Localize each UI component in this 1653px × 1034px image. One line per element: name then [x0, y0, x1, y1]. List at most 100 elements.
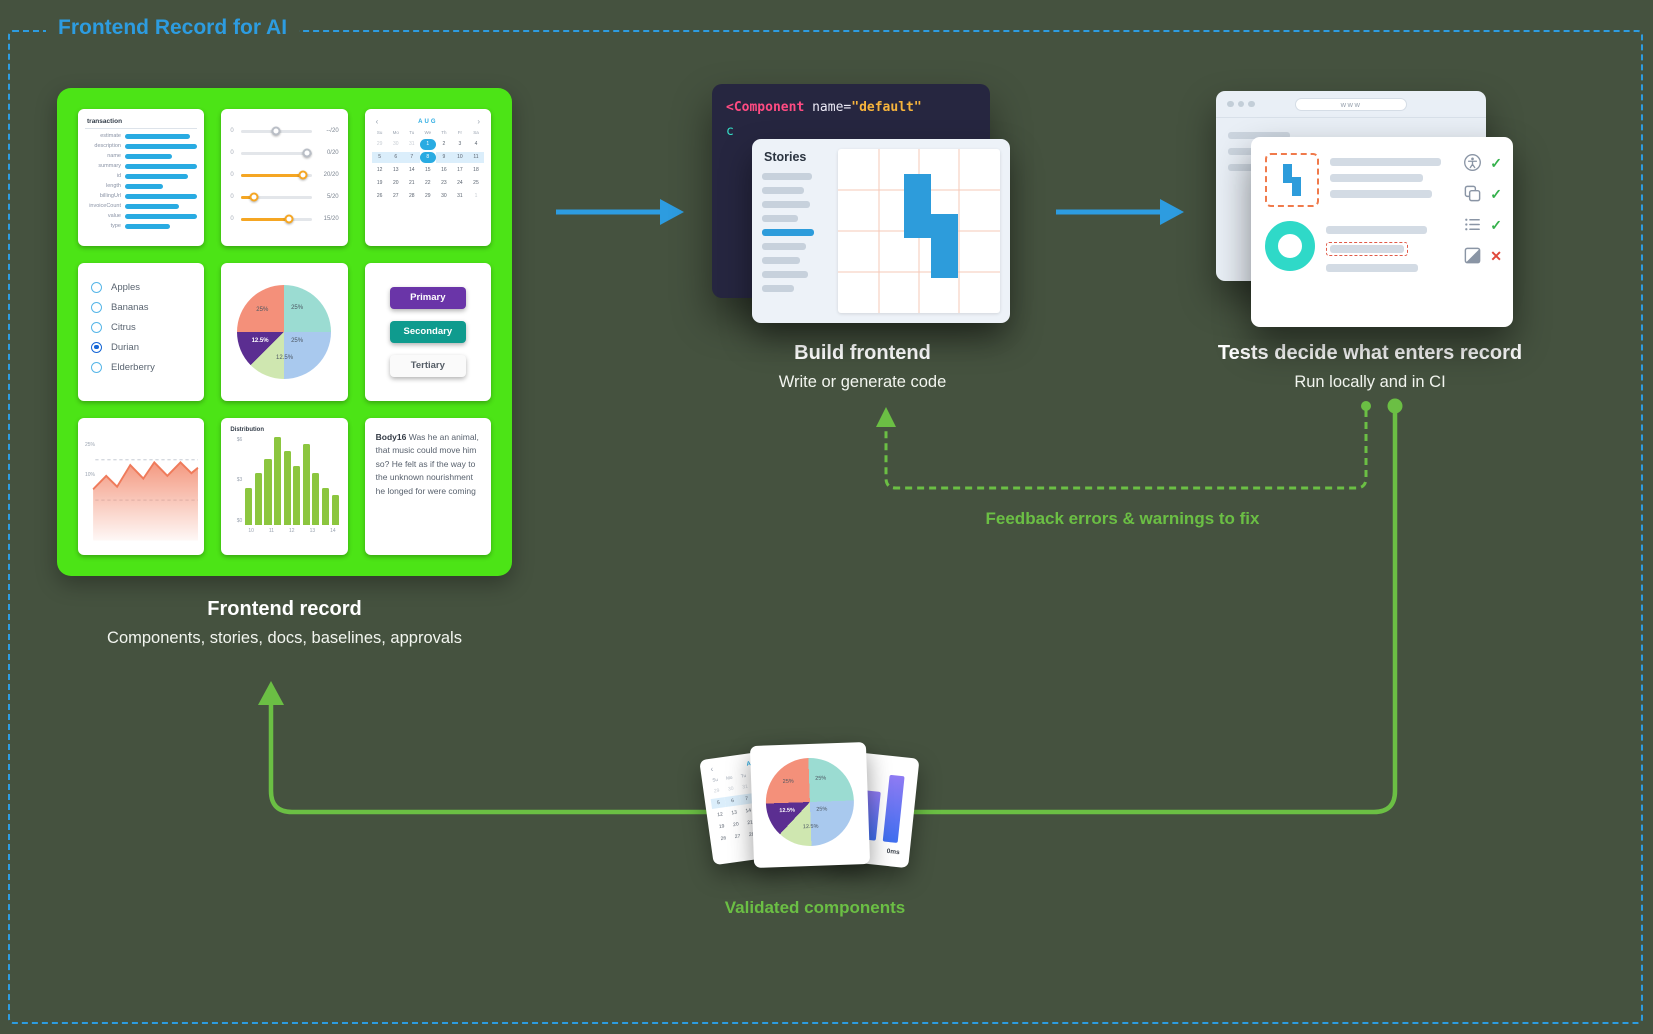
radio-option[interactable]: Apples — [91, 277, 204, 297]
calendar-date[interactable]: 5 — [371, 152, 388, 163]
calendar-date[interactable]: 22 — [425, 180, 431, 186]
form-field-row: id — [85, 173, 197, 179]
calendar-date[interactable]: 27 — [734, 833, 741, 841]
calendar-date[interactable]: 14 — [408, 167, 415, 173]
calendar-date[interactable]: 30 — [392, 141, 399, 147]
bar-chart-title: Distribution — [230, 426, 264, 433]
story-item[interactable] — [762, 257, 800, 264]
calendar-date[interactable]: 5 — [710, 797, 727, 809]
radio-circle[interactable] — [91, 341, 102, 353]
calendar-prev-icon[interactable]: ‹ — [375, 117, 379, 126]
diff-highlight-box — [1326, 242, 1408, 256]
slider-track[interactable] — [241, 148, 312, 158]
dist-bar — [293, 466, 301, 525]
calendar-date[interactable]: 27 — [392, 193, 399, 199]
radio-circle[interactable] — [91, 321, 102, 333]
calendar-date[interactable]: 1 — [474, 193, 478, 199]
radio-option[interactable]: Bananas — [91, 297, 204, 317]
radio-circle[interactable] — [91, 301, 102, 313]
skeleton-bar — [1326, 264, 1418, 272]
story-item[interactable] — [762, 201, 810, 208]
radio-option[interactable]: Elderberry — [91, 357, 204, 377]
story-item[interactable] — [762, 215, 798, 222]
calendar-date[interactable]: 23 — [441, 180, 447, 186]
calendar-date[interactable]: 15 — [425, 167, 431, 173]
calendar-date[interactable]: 16 — [441, 167, 447, 173]
radio-circle[interactable] — [91, 361, 102, 373]
calendar-date[interactable]: 25 — [473, 180, 479, 186]
slider-track[interactable] — [241, 214, 312, 224]
slider-knob[interactable] — [271, 126, 281, 136]
calendar-date[interactable]: 31 — [408, 141, 415, 147]
calendar-date[interactable]: 29 — [425, 193, 431, 199]
calendar-date[interactable]: 31 — [457, 193, 463, 199]
calendar-date[interactable]: 6 — [724, 795, 741, 808]
tertiary-button[interactable]: Tertiary — [389, 354, 466, 377]
slider-track[interactable] — [241, 170, 312, 180]
slider-knob[interactable] — [284, 214, 294, 224]
calendar-date[interactable]: 12 — [376, 167, 383, 173]
story-item[interactable] — [762, 243, 806, 250]
calendar-next-icon[interactable]: › — [477, 117, 480, 126]
calendar-date[interactable]: 4 — [474, 141, 478, 147]
slider-knob[interactable] — [298, 170, 308, 180]
calendar-date[interactable]: 3 — [458, 141, 462, 147]
form-field-label: estimate — [100, 133, 121, 139]
primary-button[interactable]: Primary — [389, 286, 466, 309]
calendar-date[interactable]: 6 — [387, 152, 404, 163]
calendar-date[interactable]: 28 — [408, 193, 415, 199]
calendar-date[interactable]: 29 — [713, 787, 720, 795]
calendar-date[interactable]: 30 — [441, 193, 447, 199]
form-field-row: summary — [85, 163, 198, 169]
calendar-date[interactable]: 13 — [731, 809, 738, 817]
radio-option[interactable]: Durian — [91, 337, 204, 357]
calendar-date[interactable]: 17 — [457, 167, 463, 173]
pie-slice-label: 25% — [815, 775, 827, 783]
pie-chart — [764, 756, 856, 848]
calendar-date[interactable]: 12 — [716, 811, 724, 819]
story-item[interactable] — [762, 271, 808, 278]
calendar-date[interactable]: 20 — [392, 180, 399, 186]
checklist-icon — [1463, 215, 1482, 234]
story-item-selected[interactable] — [762, 229, 814, 236]
calendar-date[interactable]: 26 — [376, 193, 383, 199]
slider-knob[interactable] — [249, 192, 259, 202]
calendar-date[interactable]: 2 — [442, 141, 446, 147]
calendar-date[interactable]: 7 — [403, 152, 420, 163]
story-item[interactable] — [762, 285, 794, 292]
calendar-date[interactable]: 18 — [473, 167, 479, 173]
slider-track[interactable] — [241, 126, 312, 136]
calendar-date[interactable]: 11 — [467, 152, 484, 163]
story-item[interactable] — [762, 187, 804, 194]
radio-option-label: Citrus — [111, 321, 136, 333]
slider-min-label: 0 — [230, 194, 234, 200]
calendar-date[interactable]: 29 — [376, 141, 383, 147]
secondary-button[interactable]: Secondary — [389, 320, 466, 343]
calendar-date[interactable]: 13 — [392, 167, 399, 173]
calendar-date[interactable]: 21 — [408, 180, 415, 186]
address-bar[interactable]: www — [1295, 97, 1407, 111]
calendar-date[interactable]: 26 — [720, 835, 727, 843]
calendar-date[interactable]: 24 — [457, 180, 463, 186]
radio-option[interactable]: Citrus — [91, 317, 204, 337]
calendar-date[interactable]: 19 — [718, 823, 725, 831]
calendar-date[interactable]: 19 — [376, 180, 383, 186]
calendar-date[interactable]: 8 — [419, 152, 436, 163]
validated-pie-card: 25%25%12.5%12.5%25% — [749, 742, 871, 868]
calendar-date[interactable]: 10 — [451, 152, 468, 163]
skeleton-bar — [1330, 158, 1441, 166]
pie-chart — [237, 284, 332, 379]
story-item[interactable] — [762, 173, 812, 180]
slider-knob[interactable] — [302, 148, 312, 158]
calendar-weekday-label: Mo — [392, 130, 399, 135]
calendar-date[interactable]: 1 — [419, 139, 436, 150]
calendar-date[interactable]: 30 — [727, 785, 735, 793]
calendar-date[interactable]: 9 — [435, 152, 452, 163]
radio-circle[interactable] — [91, 281, 102, 293]
form-field-label: id — [116, 173, 121, 179]
validated-components-stack: ‹AUG›SuMoTuWeThFrSa293031123456789101112… — [699, 740, 930, 885]
calendar-prev-icon[interactable]: ‹ — [709, 764, 714, 774]
slider-track[interactable] — [241, 192, 312, 202]
calendar-date[interactable]: 20 — [732, 821, 740, 829]
radio-option-label: Bananas — [111, 301, 149, 313]
